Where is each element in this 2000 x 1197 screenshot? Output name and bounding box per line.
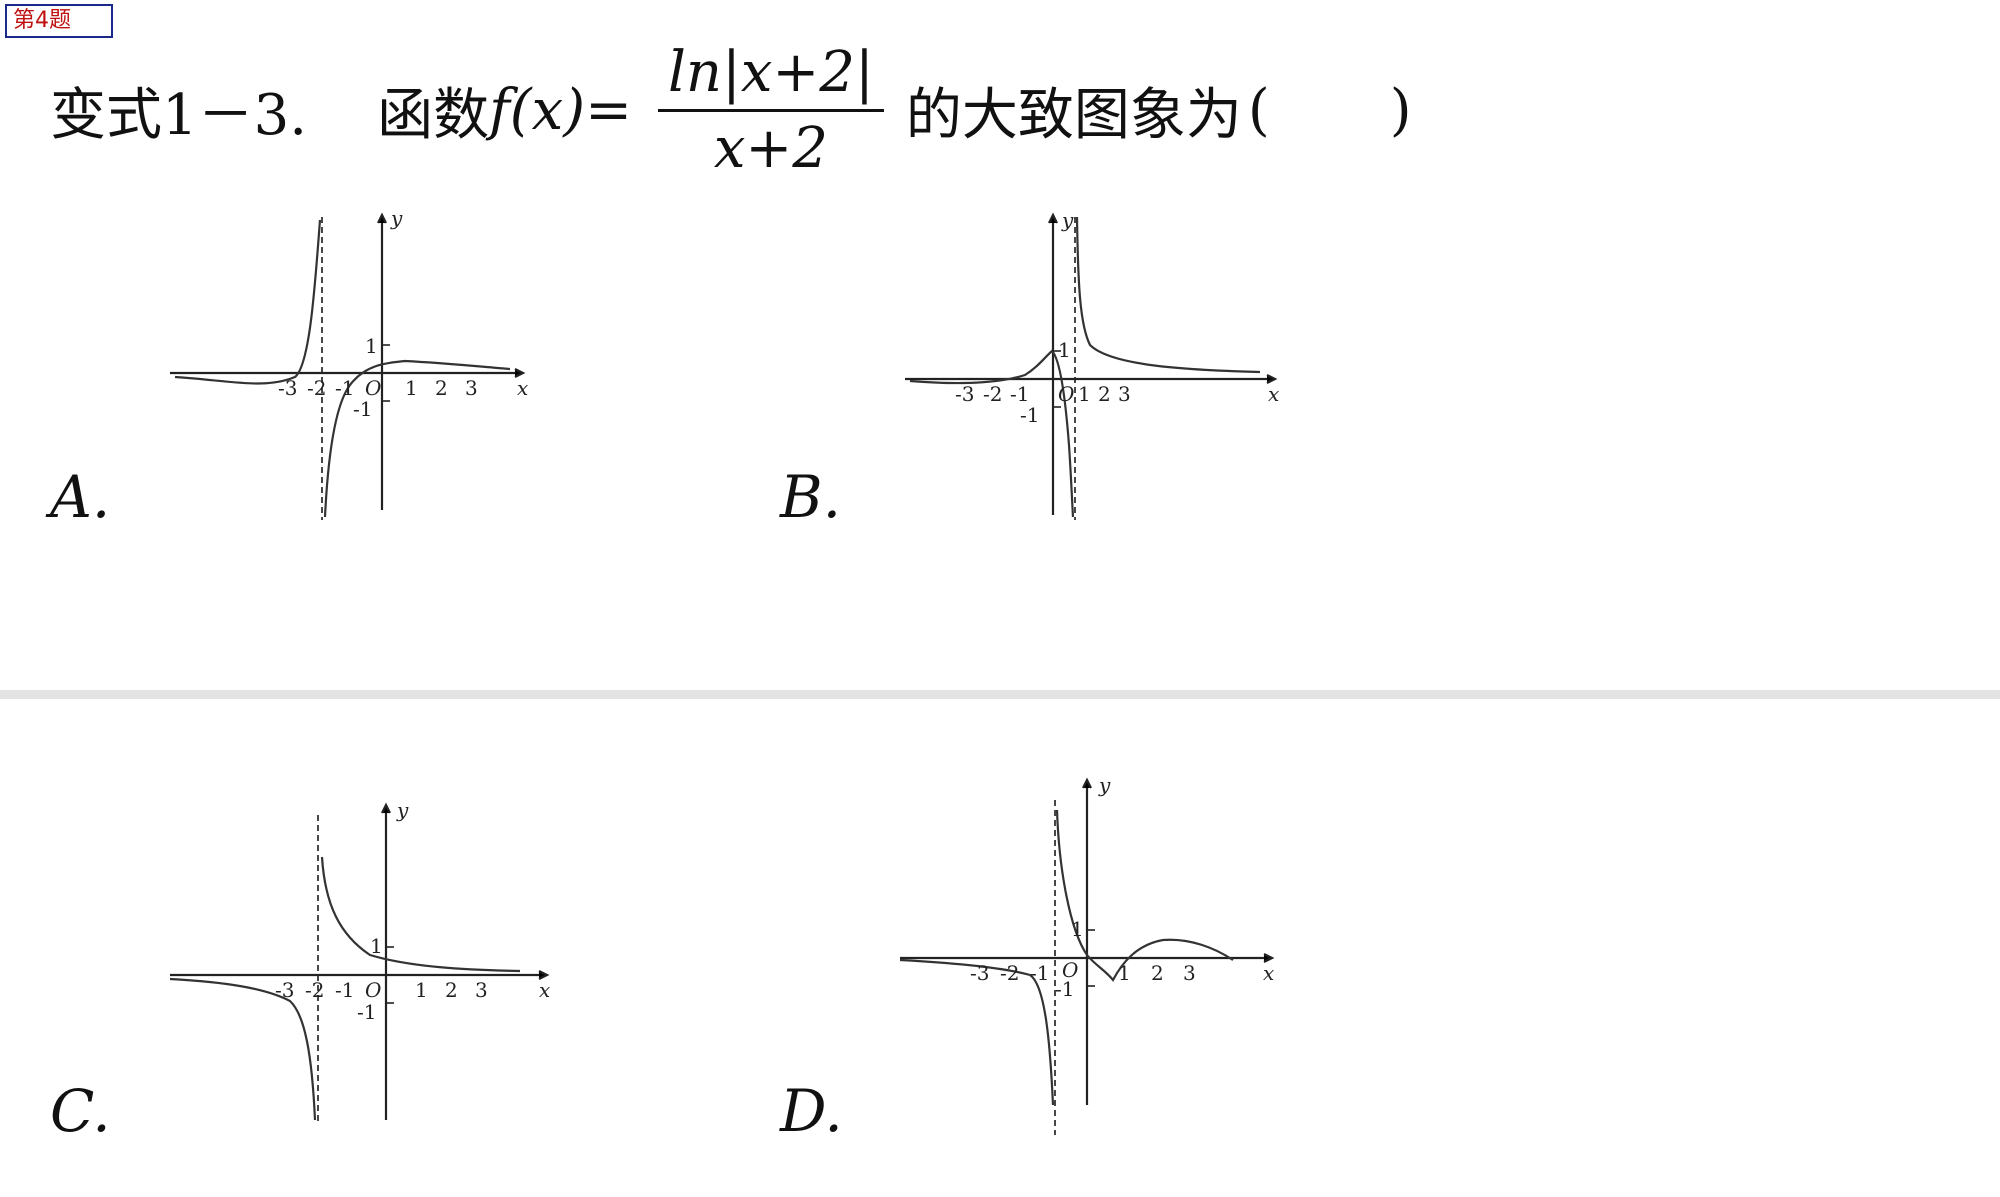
y-axis-arrow [1082,777,1092,789]
function-fraction: ln|x+2| x+2 [658,40,884,181]
x-axis-label: x [517,376,528,400]
tick-label-x-1: 1 [405,376,418,400]
tick-label-x-2: 2 [445,978,458,1002]
curve-left-branch [899,958,1055,1106]
graph-option-a[interactable]: -3 -2 -1 O 1 2 3 x y 1 -1 [165,205,535,525]
curve-left-branch [169,977,317,1121]
question-number-badge: 第4题 [5,4,113,38]
tick-label-x-3: 3 [1118,382,1131,406]
option-b-label[interactable]: B. [780,463,842,531]
tick-label-y-1: 1 [370,934,383,958]
tick-label-x-neg1: -1 [1030,961,1049,985]
tick-label-y-neg1: -1 [1020,403,1039,427]
x-axis-label: x [1268,382,1279,406]
y-axis-label: y [1098,773,1111,797]
tick-label-x-2: 2 [435,376,448,400]
option-c-label[interactable]: C. [50,1077,111,1145]
tick-label-x-neg1: -1 [335,376,354,400]
origin-label: O [1062,958,1078,982]
tick-label-x-neg3: -3 [278,376,297,400]
graph-option-c[interactable]: -3 -2 -1 O 1 2 3 x y 1 -1 [165,795,555,1130]
graph-option-b[interactable]: -3 -2 -1 O 1 2 3 x y 1 -1 [900,205,1290,525]
answer-paren-open: ( [1247,77,1270,143]
x-axis-arrow [514,368,526,378]
tick-label-x-neg2: -2 [307,376,326,400]
tick-label-y-neg1: -1 [1055,977,1074,1001]
origin-label: O [365,376,381,400]
tick-label-x-neg3: -3 [275,978,294,1002]
curve-right-branch [1055,809,1234,982]
tick-label-x-2: 2 [1151,961,1164,985]
tick-label-x-3: 3 [475,978,488,1002]
section-divider [0,690,2000,699]
x-axis-arrow [538,970,550,980]
tick-label-x-2: 2 [1098,382,1111,406]
tick-label-x-neg3: -3 [955,382,974,406]
tick-label-x-3: 3 [1183,961,1196,985]
tick-label-y-1: 1 [365,334,378,358]
answer-paren-close: ) [1389,77,1412,143]
origin-label: O [365,978,381,1002]
curve-left-branch [174,219,322,385]
x-axis-label: x [1263,961,1274,985]
tick-label-x-3: 3 [465,376,478,400]
question-prefix: 变式1－3. [50,82,308,148]
x-axis-arrow [1263,953,1275,963]
tick-label-x-neg3: -3 [970,961,989,985]
tick-label-y-neg1: -1 [357,1000,376,1024]
option-a-label[interactable]: A. [50,463,111,531]
curve-right-branch [1075,216,1261,374]
fraction-numerator: ln|x+2| [658,40,884,112]
curve-left-branch [909,349,1075,518]
function-label: 函数 [377,82,490,148]
y-axis-arrow [377,212,387,224]
fraction-denominator: x+2 [713,115,828,181]
y-axis-label: y [390,206,403,230]
tick-label-y-1: 1 [1058,338,1071,362]
tick-label-x-1: 1 [1118,961,1131,985]
tick-label-x-1: 1 [415,978,428,1002]
y-axis-label: y [1061,208,1074,232]
tick-label-x-neg1: -1 [1010,382,1029,406]
tick-label-y-1: 1 [1071,917,1084,941]
tick-label-y-neg1: -1 [353,397,372,421]
x-axis-arrow [1266,374,1278,384]
tick-label-x-neg2: -2 [1000,961,1019,985]
y-axis-label: y [396,798,409,822]
curve-right-branch [323,359,511,518]
function-name: f(x)= [489,77,632,143]
tick-label-x-neg2: -2 [305,978,324,1002]
y-axis-arrow [1048,212,1058,224]
y-axis-arrow [381,802,391,814]
tick-label-x-1: 1 [1078,382,1091,406]
option-d-label[interactable]: D. [780,1077,843,1145]
question-suffix: 的大致图象为 [905,82,1242,148]
origin-label: O [1058,382,1074,406]
x-axis-label: x [539,978,550,1002]
question-stem: 变式1－3. 函数 f(x)= ln|x+2| x+2 的大致图象为 ( ) [50,30,1412,190]
tick-label-x-neg1: -1 [335,978,354,1002]
curve-right-branch [320,856,521,973]
tick-label-x-neg2: -2 [983,382,1002,406]
graph-option-d[interactable]: -3 -2 -1 O 1 2 3 x y 1 -1 [895,770,1285,1140]
